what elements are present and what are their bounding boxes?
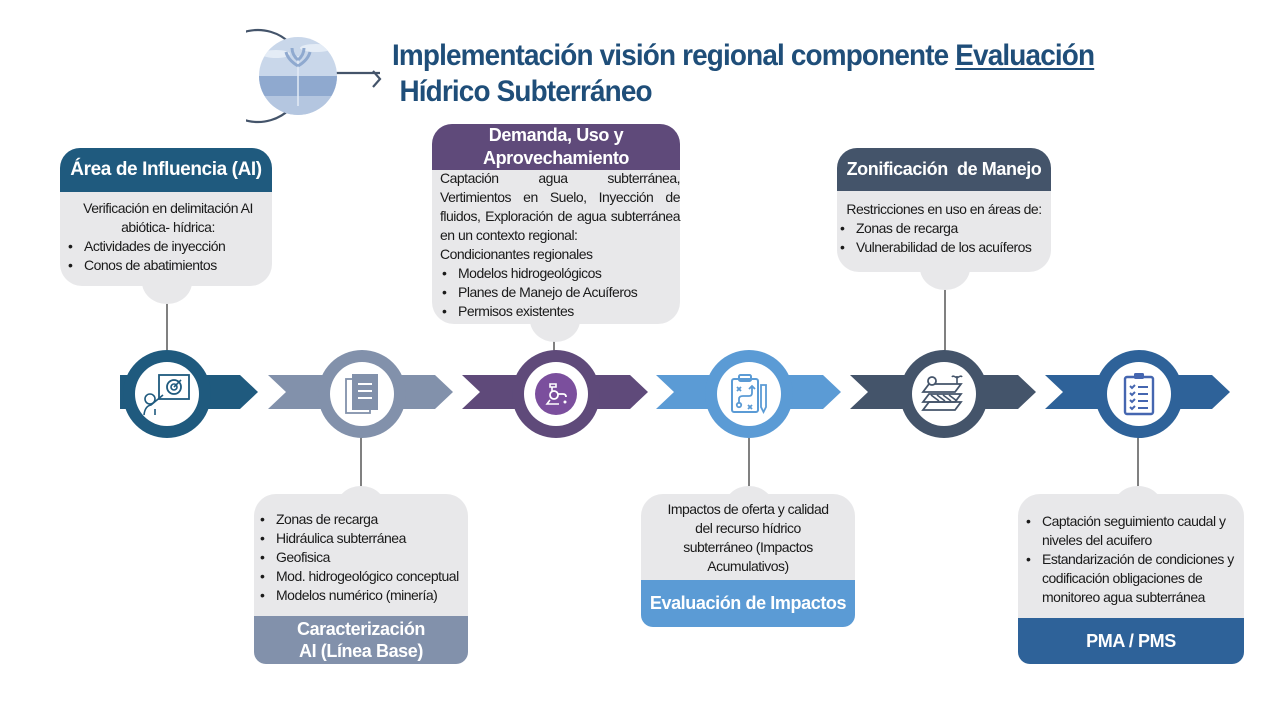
list-item: Estandarización de condiciones y codific… (1024, 550, 1240, 607)
list-item: Geofisica (258, 548, 472, 567)
list-item: Actividades de inyección (66, 237, 270, 256)
stage6-node[interactable] (1095, 350, 1183, 438)
title-link-evaluacion[interactable]: Evaluación (955, 39, 1095, 72)
list-item: Planes de Manejo de Acuíferos (440, 283, 680, 302)
stage2-node[interactable] (318, 350, 406, 438)
stage3-node[interactable] (512, 350, 600, 438)
title-line2: Hídrico Subterráneo (399, 75, 652, 108)
strategy-clipboard-icon (731, 374, 767, 415)
list-item: Zonas de recarga (838, 219, 1050, 238)
stage3-intro2: Condicionantes regionales (440, 246, 593, 262)
title-logo (210, 26, 391, 126)
stage6-header: PMA / PMS (1018, 618, 1244, 664)
list-item: Conos de abatimientos (66, 256, 270, 275)
list-item: Zonas de recarga (258, 510, 472, 529)
list-item: Permisos existentes (440, 302, 680, 321)
stage5-intro: Restricciones en uso en áreas de: (846, 201, 1042, 217)
stage1-intro: Verificación en delimitación AI abiótica… (83, 200, 253, 235)
water-plant-logo-icon (210, 28, 382, 124)
stage1-header: Área de Influencia (AI) (60, 148, 272, 192)
stage2-header: Caracterización AI (Línea Base) (254, 616, 468, 664)
list-item: Vulnerabilidad de los acuíferos (838, 238, 1050, 257)
documents-icon (345, 374, 378, 414)
stage4-header: Evaluación de Impactos (641, 580, 855, 627)
list-item: Captación seguimiento caudal y niveles d… (1024, 512, 1240, 550)
stage4-intro: Impactos de oferta y calidad del recurso… (667, 501, 829, 574)
title-line1: Implementación visión regional component… (392, 39, 956, 72)
stage1-node[interactable] (123, 350, 211, 438)
list-item: Modelos numérico (minería) (258, 586, 472, 605)
water-faucet-icon (535, 373, 577, 415)
checklist-clipboard-icon (1123, 373, 1155, 416)
stage4-node[interactable] (705, 350, 793, 438)
list-item: Modelos hidrogeológicos (440, 264, 680, 283)
list-item: Hidráulica subterránea (258, 529, 472, 548)
list-item: Mod. hidrogeológico conceptual (258, 567, 472, 586)
stage5-header: Zonificación de Manejo (837, 148, 1051, 191)
stage3-intro: Captación agua subterránea, Vertimientos… (440, 170, 681, 243)
page-title: Implementación visión regional component… (392, 38, 1095, 110)
stage5-node[interactable] (900, 350, 988, 438)
map-layers-icon (921, 375, 963, 411)
target-presentation-icon (143, 374, 190, 416)
stage3-header: Demanda, Uso y Aprovechamiento (432, 124, 680, 170)
